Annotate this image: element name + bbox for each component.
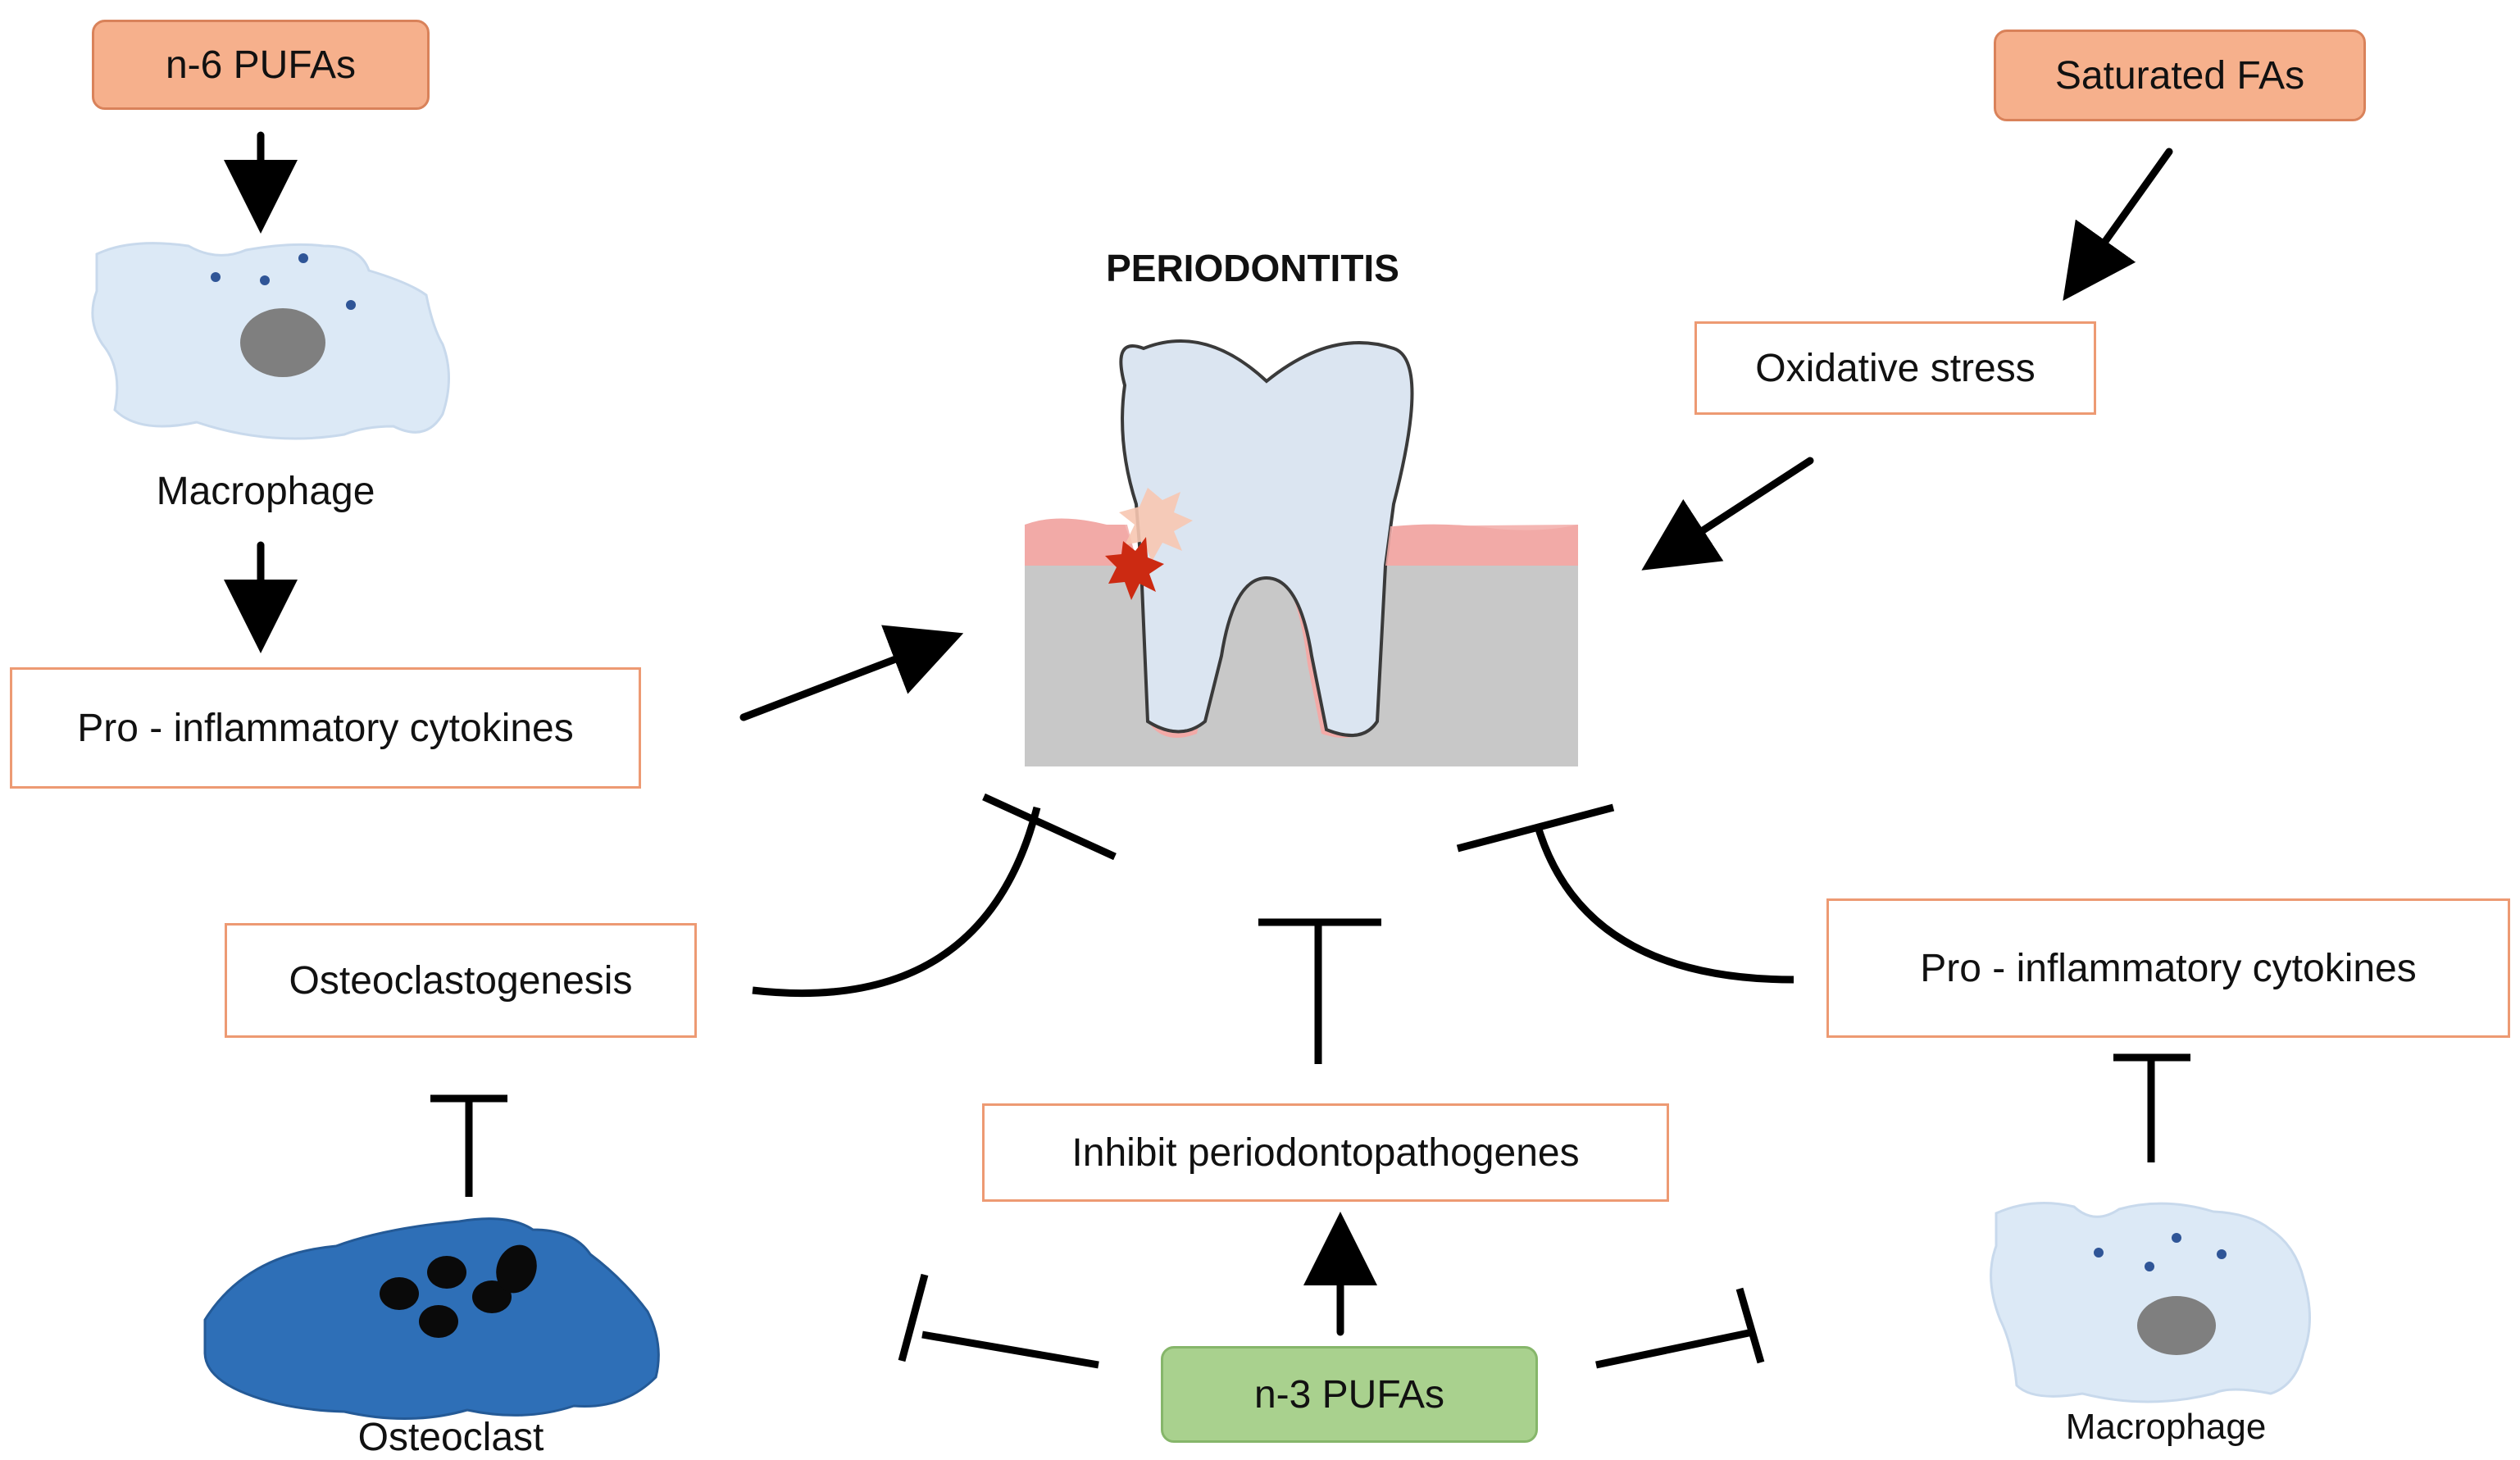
node-inhibit-pathogenes: Inhibit periodontopathogenes [982,1103,1669,1202]
diagram-title: PERIODONTITIS [1106,247,1399,289]
inhibition-connectors [430,793,2190,1369]
node-n6-pufas: n-6 PUFAs [92,20,430,110]
tooth-icon [1025,339,1578,766]
inhibit-curve-cytokines-right [1533,822,1794,984]
arrow-saturated-to-oxidative [2063,148,2173,301]
arrow-oxidative-to-periodontitis [1641,457,1814,571]
node-n3-pufas: n-3 PUFAs [1161,1346,1538,1443]
node-saturated-fas: Saturated FAs [1994,30,2366,121]
inflammation-burst-icon [1105,488,1193,600]
arrow-cytokines-to-periodontitis [739,625,964,721]
inhibit-curve-cytokines-right-cap [1456,803,1615,853]
arrows [224,131,2173,1336]
inhibit-n3-to-osteoclast-cap [898,1273,929,1362]
inhibit-curve-osteoclastogenesis-cap [982,793,1117,861]
label-macrophage-bottom: Macrophage [2065,1407,2267,1447]
tooth-body [1119,339,1414,737]
inhibit-n3-to-osteoclast-stem [921,1330,1099,1369]
inhibit-curve-osteoclastogenesis [752,806,1041,997]
node-oxidative-stress: Oxidative stress [1694,321,2096,415]
label-osteoclast: Osteoclast [357,1416,544,1459]
node-osteoclastogenesis: Osteoclastogenesis [225,923,697,1038]
node-pro-inflammatory-right: Pro - inflammatory cytokines [1826,898,2510,1038]
label-macrophage-top: Macrophage [156,470,375,513]
inhibit-n3-to-macrophage-stem [1595,1328,1754,1369]
gum-overlay-right [1385,525,1578,566]
node-pro-inflammatory-left: Pro - inflammatory cytokines [10,667,641,789]
macrophage-icon [91,242,450,440]
macrophage-icon [1990,1202,2311,1403]
osteoclast-icon [203,1217,660,1421]
inhibit-n3-to-macrophage-cap [1735,1287,1765,1364]
